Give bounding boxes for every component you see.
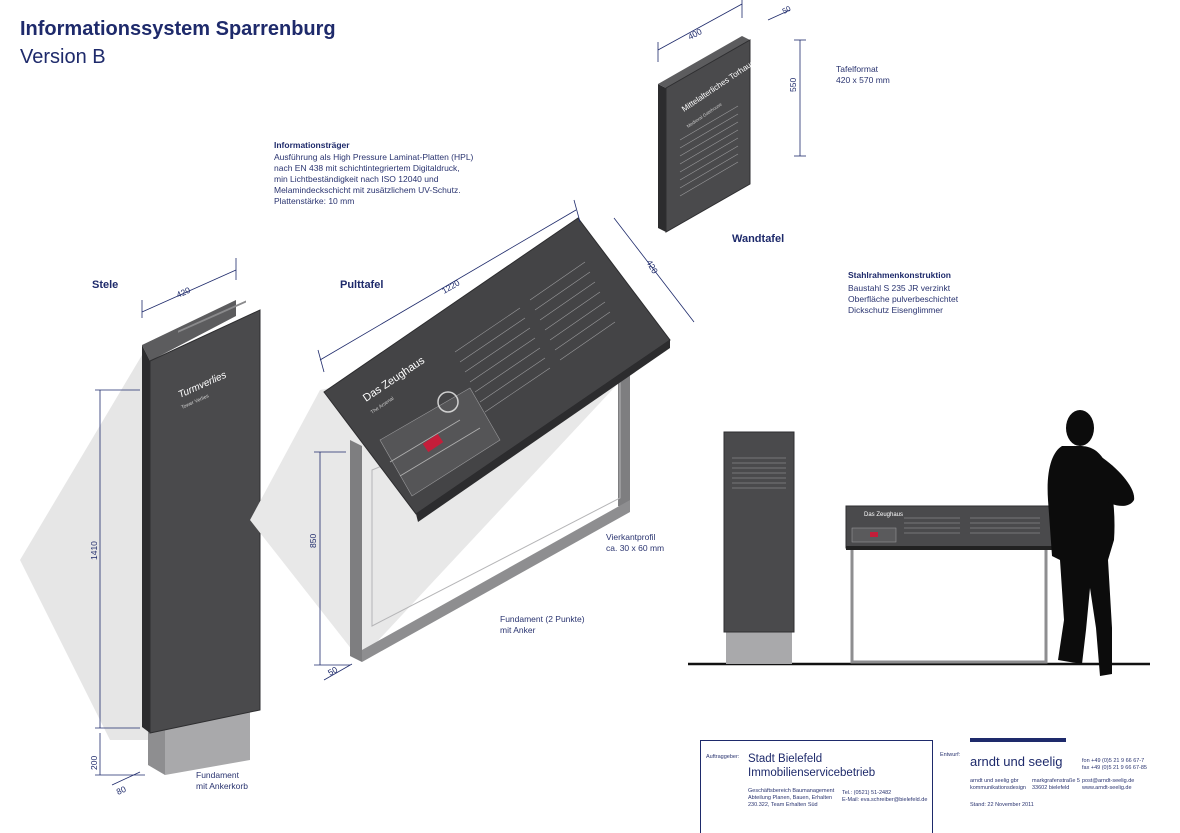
- pult-foot-dim: 50: [326, 664, 339, 678]
- wand-text-lines: [679, 105, 739, 197]
- tb-rule-left: [700, 740, 932, 741]
- label-wandtafel: Wandtafel: [732, 233, 785, 245]
- pult-dims: [314, 199, 695, 681]
- pult-map: [379, 387, 501, 497]
- pult-depth-dim: 420: [644, 258, 660, 276]
- elev-pult-title: Das Zeughaus: [864, 512, 903, 518]
- elev-pult-text: [904, 517, 1040, 534]
- page-subtitle: Version B: [20, 46, 106, 68]
- wand-top: [658, 36, 750, 88]
- pult-frame-leg-right: [618, 366, 630, 510]
- elev-pult-map-highlight: [870, 532, 878, 537]
- label-pulttafel: Pulttafel: [340, 279, 384, 291]
- stahl-body: Baustahl S 235 JR verzinkt Oberfläche pu…: [848, 283, 959, 315]
- person-silhouette: [1047, 410, 1135, 676]
- wand-depth-dim: 50: [781, 4, 793, 16]
- wandtafel-drawing: Mittelalterliches Torhaus Medieval Gateh…: [657, 0, 806, 233]
- label-stele: Stele: [92, 279, 119, 291]
- stele-text-block: [178, 300, 246, 333]
- tb-date: Stand: 22 November 2011: [970, 802, 1034, 808]
- tb-client-label: Auftraggeber:: [706, 754, 740, 760]
- vierkant-note: Vierkantprofil ca. 30 x 60 mm: [606, 532, 665, 553]
- stahl-heading: Stahlrahmenkonstruktion: [848, 270, 951, 280]
- tb-design-label: Entwurf:: [940, 752, 961, 758]
- wand-height-dim: 550: [788, 78, 798, 92]
- tb-rule-left-vertical: [700, 740, 701, 833]
- stele-side: [142, 345, 150, 733]
- elev-stele-foot: [726, 632, 792, 664]
- stele-foot-side: [148, 720, 165, 775]
- wand-side: [658, 84, 666, 232]
- tb-phone: fon +49 (0)5 21 9 66 67-7 fax +49 (0)5 2…: [1082, 758, 1147, 771]
- pult-height-dim: 850: [308, 534, 318, 548]
- pult-frame-bottom: [362, 500, 630, 662]
- brand-bar: [970, 738, 1066, 742]
- stele-top: [142, 300, 236, 361]
- tb-client-dept: Geschäftsbereich Baumanagement Abteilung…: [748, 788, 835, 808]
- fundament-stele-note: Fundament mit Ankerkorb: [196, 770, 248, 791]
- pult-width-dim: 1220: [440, 277, 462, 295]
- stele-dims: [95, 258, 237, 786]
- tb-client-contact: Tel.: (0521) 51-2482 E-Mail: eva.schreib…: [842, 790, 928, 803]
- elev-stele-text: [732, 457, 786, 489]
- pult-panel-edge: [416, 340, 670, 522]
- tb-brand: arndt und seelig: [970, 754, 1063, 769]
- pult-frame-leg-left: [350, 440, 362, 662]
- page-title: Informationssystem Sparrenburg: [20, 18, 336, 40]
- stele-height-dim: 1410: [89, 541, 99, 560]
- tb-rule-mid-vertical: [932, 740, 933, 833]
- stele-depth-dim: 80: [115, 784, 128, 797]
- tb-firm: arndt und seelig gbr kommunikationsdesig…: [970, 778, 1026, 791]
- wand-width-dim: 400: [686, 26, 703, 42]
- elev-stele-panel: [723, 431, 795, 633]
- tafel-format-note: Tafelformat 420 x 570 mm: [836, 64, 890, 85]
- elev-pult-frame: [850, 546, 1048, 664]
- stele-foot-dim: 200: [89, 756, 99, 770]
- stele-foot-front: [165, 712, 250, 775]
- info-heading: Informationsträger: [274, 140, 350, 150]
- stele-panel: [149, 309, 261, 734]
- tb-client-name: Stadt Bielefeld Immobilienservicebetrieb: [748, 753, 876, 779]
- tb-web: post@arndt-seelig.de www.arndt-seelig.de: [1082, 778, 1135, 791]
- elevation-view: Das Zeughaus: [688, 410, 1150, 676]
- title-block: Auftraggeber: Stadt Bielefeld Immobilien…: [700, 738, 1180, 833]
- stele-drawing: Turmverlies Tower Verlies 420 1410 200 8…: [20, 258, 261, 797]
- stele-width-dim: 420: [175, 285, 192, 300]
- fundament-pult-note: Fundament (2 Punkte) mit Anker: [500, 614, 585, 635]
- pult-text-columns: [454, 261, 616, 413]
- stele-shadow: [20, 350, 150, 740]
- info-body: Ausführung als High Pressure Laminat-Pla…: [274, 152, 474, 206]
- pulttafel-drawing: Das Zeughaus The Arsenal 1220 420 850 50: [250, 199, 695, 681]
- tb-address: markgrafenstraße 5 33602 bielefeld: [1032, 778, 1080, 791]
- elev-pult-edge: [846, 546, 1052, 550]
- wand-dims: [657, 0, 806, 157]
